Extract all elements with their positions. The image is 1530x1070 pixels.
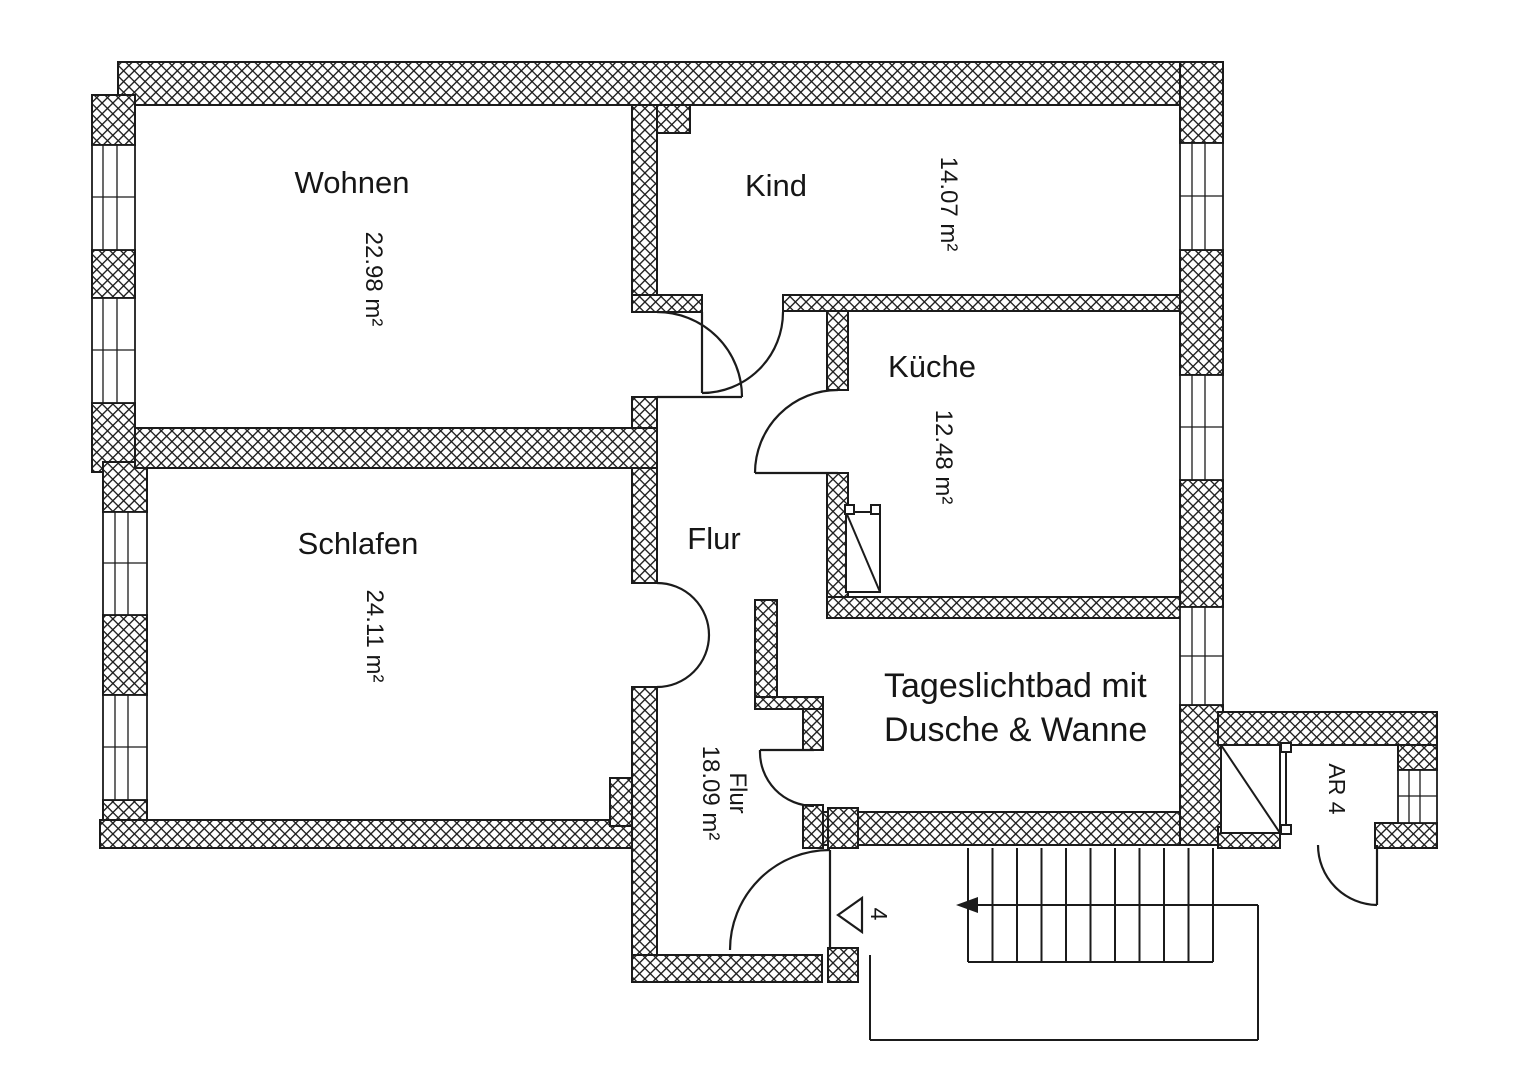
svg-text:18.09 m²: 18.09 m²: [697, 746, 724, 841]
label-bad-line1: Tageslichtbad mit: [884, 667, 1147, 705]
label-entrance-number: 4: [866, 908, 892, 921]
wall-left: [91, 249, 136, 299]
wall-bad-left: [802, 708, 824, 751]
shaft-ar4: [1220, 742, 1292, 835]
wall-top: [117, 61, 1224, 106]
window-schlafen-2: [102, 694, 148, 801]
wall-kind-kueche: [782, 294, 1184, 312]
labels: Wohnen 22.98 m² Kind 14.07 m² Küche 12.4…: [295, 157, 1350, 921]
wall-flur-left: [631, 396, 658, 429]
label-bad-line2: Dusche & Wanne: [884, 711, 1147, 749]
door-entrance: [728, 848, 832, 951]
wall-flur-left: [631, 467, 658, 584]
window-bad: [1179, 606, 1224, 706]
wall-left: [102, 614, 148, 696]
label-wohnen: Wohnen: [295, 165, 410, 200]
wall-notch: [656, 104, 691, 134]
shaft-kueche: [844, 504, 881, 593]
staircase: [869, 848, 1259, 1041]
door-ar4: [1316, 844, 1379, 907]
label-schlafen-area: 24.11 m²: [361, 590, 388, 683]
label-flur-area: Flur 18.09 m²: [697, 746, 751, 841]
window-schlafen-1: [102, 511, 148, 616]
door-bad: [758, 748, 815, 808]
wall-right: [1179, 61, 1224, 144]
wall-right: [1179, 704, 1224, 846]
doors: [656, 310, 1379, 951]
label-kind-area: 14.07 m²: [935, 157, 962, 252]
window-kind: [1179, 142, 1224, 251]
wall-right: [1179, 479, 1224, 608]
wall-bad-bottom: [822, 811, 1184, 846]
window-wohnen-2: [91, 297, 136, 404]
wall-flur-kueche: [826, 310, 849, 391]
wall-schlafen-bottom: [99, 819, 633, 849]
wall-bad-left: [754, 599, 778, 708]
label-schlafen: Schlafen: [298, 526, 419, 561]
windows: [91, 142, 1438, 824]
svg-text:Flur: Flur: [724, 772, 751, 813]
wall-ar4-top: [1217, 711, 1438, 746]
wall-wohnen-kind: [631, 104, 658, 296]
door-kind: [700, 311, 785, 395]
wall-right: [1179, 249, 1224, 376]
wall-entrance-bottom: [827, 947, 859, 983]
wall-ar4-right: [1397, 744, 1438, 771]
door-kueche: [753, 388, 839, 475]
wall-wohnen-schlafen: [134, 427, 658, 469]
window-wohnen-1: [91, 144, 136, 251]
wall-flur-kueche: [826, 472, 849, 598]
wall-bad-left: [802, 804, 824, 849]
label-wohnen-area: 22.98 m²: [360, 232, 387, 327]
wall-entrance-top: [827, 807, 859, 849]
entrance-triangle-icon: [836, 895, 864, 935]
wall-flur-bottom: [631, 954, 823, 983]
label-flur: Flur: [687, 521, 740, 556]
window-kueche: [1179, 374, 1224, 481]
label-kueche-area: 12.48 m²: [930, 410, 957, 505]
label-ar4: AR 4: [1324, 763, 1350, 814]
door-wohnen: [656, 310, 744, 399]
wall-left: [102, 461, 148, 513]
window-ar4: [1397, 769, 1438, 824]
wall-bad-niche: [754, 696, 824, 710]
wall-flur-left: [631, 686, 658, 956]
wall-kind-stub: [631, 294, 703, 313]
shafts: [844, 504, 1292, 835]
entrance-marker: [836, 895, 864, 935]
wall-ar4-bottom: [1374, 822, 1438, 849]
stair-direction-arrow: [956, 897, 978, 913]
label-kueche: Küche: [888, 349, 976, 384]
wall-kueche-bad: [826, 596, 1184, 619]
wall-left: [91, 94, 136, 146]
door-schlafen: [656, 581, 711, 689]
wall-step: [609, 777, 633, 827]
label-kind: Kind: [745, 168, 807, 203]
